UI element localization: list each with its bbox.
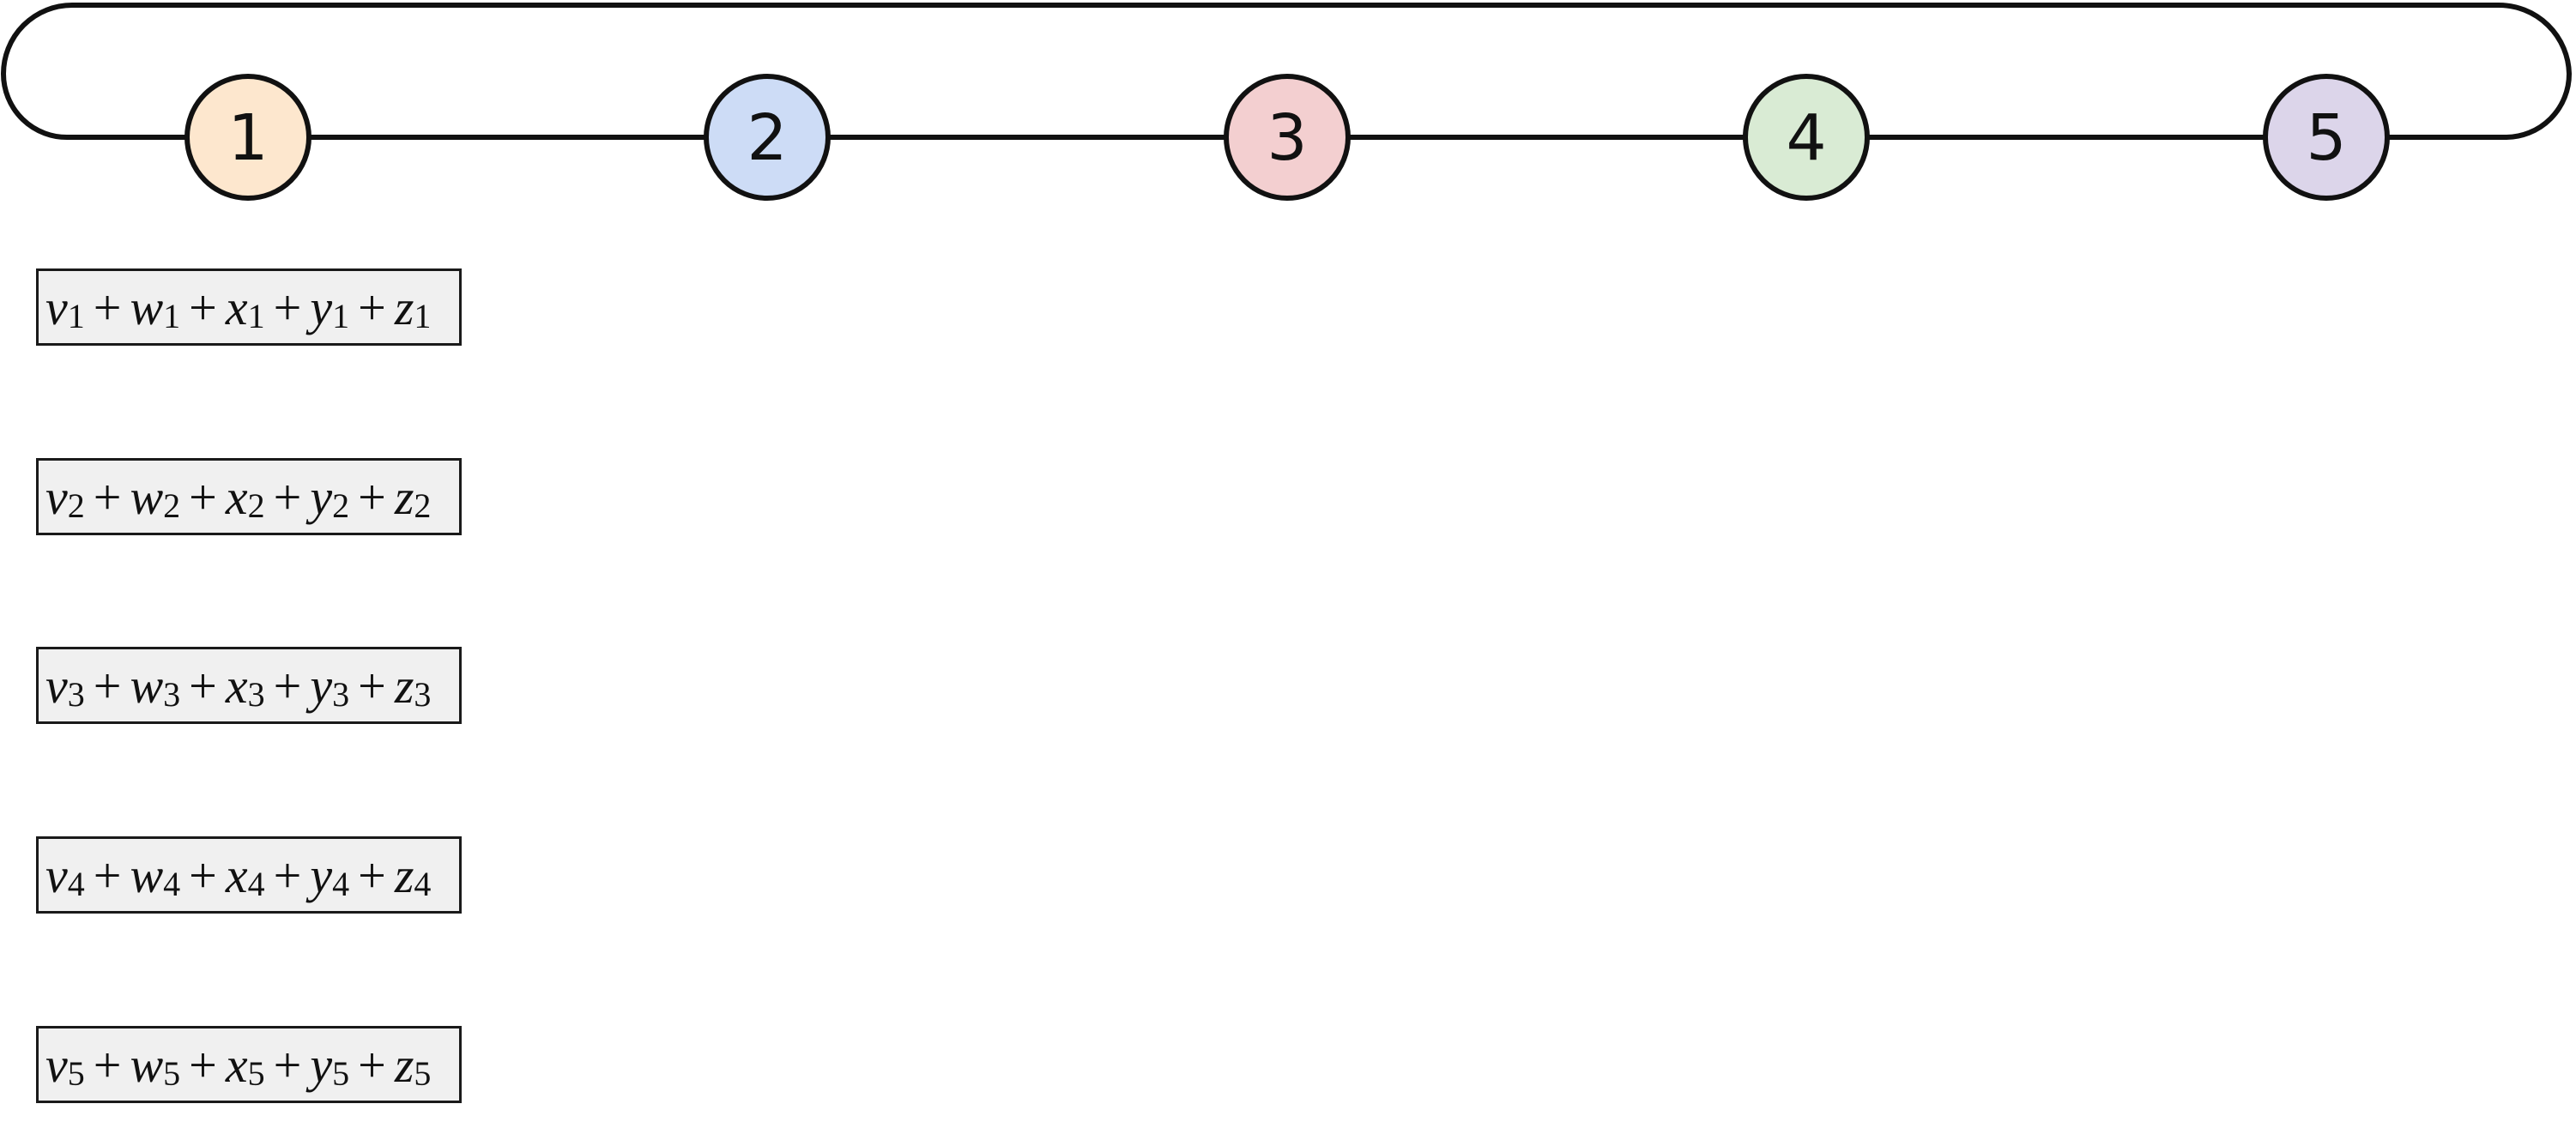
node-2-circle	[704, 74, 831, 201]
sum-box-3: v3 + w3 + x3 + y3 + z3	[36, 647, 462, 724]
term-z4: z4	[394, 847, 432, 903]
plus-operator: +	[93, 847, 122, 903]
plus-operator: +	[189, 468, 217, 525]
node-1-circle	[184, 74, 311, 201]
ring-connection	[0, 3, 2573, 141]
plus-operator: +	[189, 279, 217, 335]
plus-operator: +	[358, 847, 386, 903]
plus-operator: +	[93, 1036, 122, 1093]
plus-operator: +	[273, 279, 302, 335]
node-5-circle	[2263, 74, 2390, 201]
term-v5: v5	[45, 1036, 85, 1093]
term-y1: y1	[310, 279, 350, 335]
term-y2: y2	[310, 468, 350, 525]
term-z1: z1	[394, 279, 432, 335]
term-y4: y4	[310, 847, 350, 903]
sum-box-2: v2 + w2 + x2 + y2 + z2	[36, 458, 462, 535]
node-3-label: 3	[1267, 101, 1307, 175]
plus-operator: +	[273, 847, 302, 903]
term-z3: z3	[394, 657, 432, 714]
term-v1: v1	[45, 279, 85, 335]
term-w3: w3	[130, 657, 181, 714]
term-x3: x3	[225, 657, 265, 714]
node-5-label: 5	[2306, 101, 2346, 175]
plus-operator: +	[273, 468, 302, 525]
plus-operator: +	[358, 1036, 386, 1093]
plus-operator: +	[93, 279, 122, 335]
term-w5: w5	[130, 1036, 181, 1093]
term-x1: x1	[225, 279, 265, 335]
term-v2: v2	[45, 468, 85, 525]
plus-operator: +	[273, 1036, 302, 1093]
ring-nodes: 1 2 3 4 5	[184, 74, 2390, 201]
plus-operator: +	[189, 1036, 217, 1093]
plus-operator: +	[273, 657, 302, 714]
node-1-label: 1	[227, 101, 268, 175]
term-x4: x4	[225, 847, 265, 903]
plus-operator: +	[358, 657, 386, 714]
term-z5: z5	[394, 1036, 432, 1093]
term-v4: v4	[45, 847, 85, 903]
term-x2: x2	[225, 468, 265, 525]
node-4: 4	[1743, 74, 1870, 201]
sum-box-5: v5 + w5 + x5 + y5 + z5	[36, 1026, 462, 1103]
plus-operator: +	[93, 468, 122, 525]
node-3-circle	[1224, 74, 1351, 201]
sum-box-4: v4 + w4 + x4 + y4 + z4	[36, 836, 462, 914]
node-4-circle	[1743, 74, 1870, 201]
term-z2: z2	[394, 468, 432, 525]
term-w1: w1	[130, 279, 181, 335]
term-y5: y5	[310, 1036, 350, 1093]
plus-operator: +	[189, 657, 217, 714]
node-2: 2	[704, 74, 831, 201]
term-w4: w4	[130, 847, 181, 903]
sum-box-1: v1 + w1 + x1 + y1 + z1	[36, 268, 462, 346]
node-2-label: 2	[747, 101, 787, 175]
term-y3: y3	[310, 657, 350, 714]
term-v3: v3	[45, 657, 85, 714]
term-x5: x5	[225, 1036, 265, 1093]
plus-operator: +	[93, 657, 122, 714]
node-1: 1	[184, 74, 311, 201]
node-5: 5	[2263, 74, 2390, 201]
node-4-label: 4	[1786, 101, 1826, 175]
plus-operator: +	[358, 279, 386, 335]
term-w2: w2	[130, 468, 181, 525]
node-3: 3	[1224, 74, 1351, 201]
plus-operator: +	[189, 847, 217, 903]
plus-operator: +	[358, 468, 386, 525]
